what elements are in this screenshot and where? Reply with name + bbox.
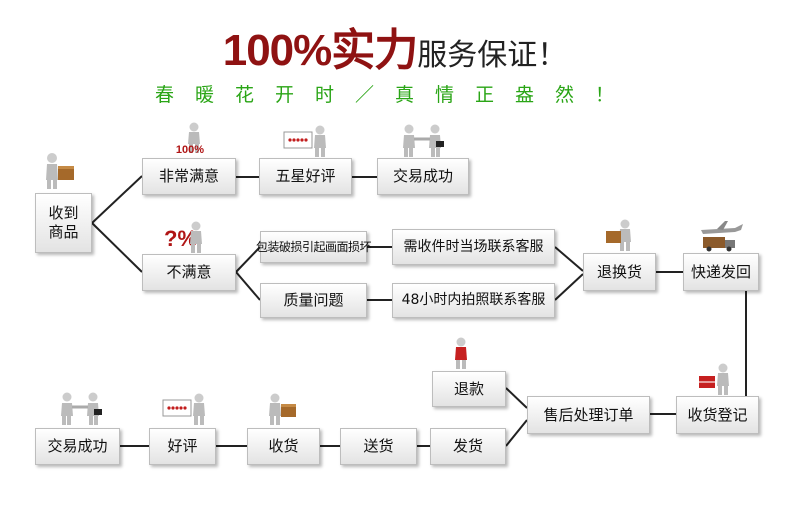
node-contact-on-site: 需收件时当场联系客服: [392, 229, 555, 265]
node-receive: 收到商品: [35, 193, 92, 253]
percent-badge-icon: 100%: [176, 122, 204, 156]
return-package-icon: [606, 219, 631, 251]
figure-with-box-icon: [46, 153, 74, 189]
node-very-satisfied: 非常满意: [142, 158, 236, 195]
express-delivery-icon: [701, 221, 743, 252]
node-receive-goods: 收货: [247, 428, 320, 465]
handshake-icon: [403, 124, 444, 157]
rating-board-icon: [283, 125, 326, 157]
node-package-damage: 包装破损引起画面损坏: [256, 231, 372, 263]
node-five-star-review: 五星好评: [259, 158, 352, 195]
connector: [554, 273, 584, 301]
node-deal-success-2: 交易成功: [35, 428, 120, 465]
refund-figure-icon: [455, 337, 467, 369]
title-rest: 服务保证！: [417, 38, 568, 73]
percent-badge-text: 100%: [176, 144, 204, 156]
handshake-icon-2: [61, 392, 102, 425]
connector: [505, 419, 528, 447]
node-return-exchange: 退换货: [583, 253, 656, 291]
figure-with-box-icon-2: [269, 393, 296, 425]
node-unsatisfied: 不满意: [142, 254, 236, 291]
question-percent-icon: ?%: [164, 221, 202, 253]
page-title: 100%实力服务保证！: [0, 14, 790, 78]
node-ship: 发货: [430, 428, 506, 465]
page-subtitle: 春暖花开时／真情正盎然！: [154, 84, 635, 106]
node-deal-success: 交易成功: [377, 158, 469, 195]
node-after-sales-order: 售后处理订单: [527, 396, 650, 434]
rating-board-icon-2: [162, 393, 205, 425]
node-good-review: 好评: [149, 428, 216, 465]
node-refund: 退款: [432, 371, 506, 407]
connector: [505, 387, 528, 409]
register-package-icon: [699, 363, 729, 395]
connector: [235, 271, 261, 301]
connector: [554, 246, 584, 272]
node-quality-issue: 质量问题: [260, 283, 367, 318]
title-highlight: 100%实力: [222, 26, 419, 75]
connector: [91, 175, 143, 224]
node-express-back: 快递发回: [683, 253, 759, 291]
node-receipt-register: 收货登记: [676, 396, 759, 434]
connector: [91, 222, 143, 273]
connector: [235, 246, 261, 273]
node-deliver: 送货: [340, 428, 417, 465]
node-contact-48h: 48小时内拍照联系客服: [392, 283, 555, 318]
